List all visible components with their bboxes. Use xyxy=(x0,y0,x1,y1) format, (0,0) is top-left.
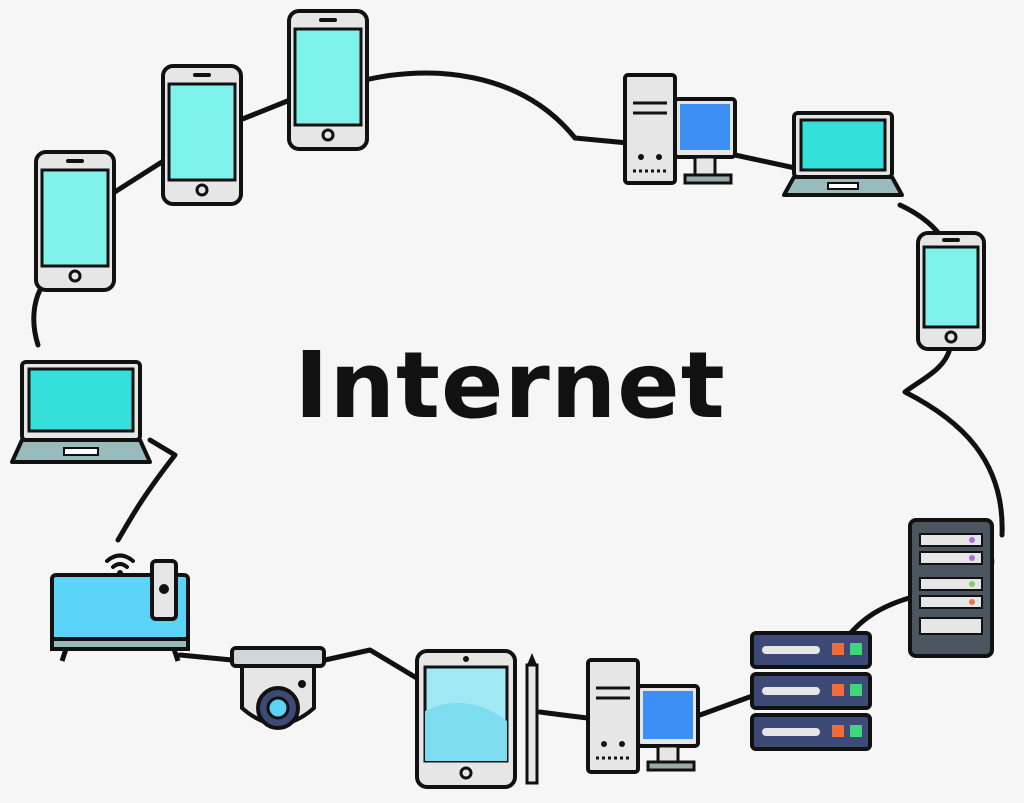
server-rack-icon xyxy=(750,631,872,751)
desktop-computer-icon xyxy=(586,658,700,774)
smartphone-icon xyxy=(34,150,116,292)
desktop-computer-icon xyxy=(623,73,737,185)
security-camera-icon xyxy=(230,646,326,730)
diagram-title: Internet xyxy=(294,331,726,439)
smartphone-icon xyxy=(287,9,369,151)
laptop-icon xyxy=(10,360,152,464)
tablet-with-stylus-icon xyxy=(415,649,539,789)
laptop-icon xyxy=(782,111,904,197)
smart-tv-icon xyxy=(50,553,190,662)
server-tower-icon xyxy=(908,518,994,658)
smartphone-icon xyxy=(916,231,986,351)
smartphone-icon xyxy=(161,64,243,206)
